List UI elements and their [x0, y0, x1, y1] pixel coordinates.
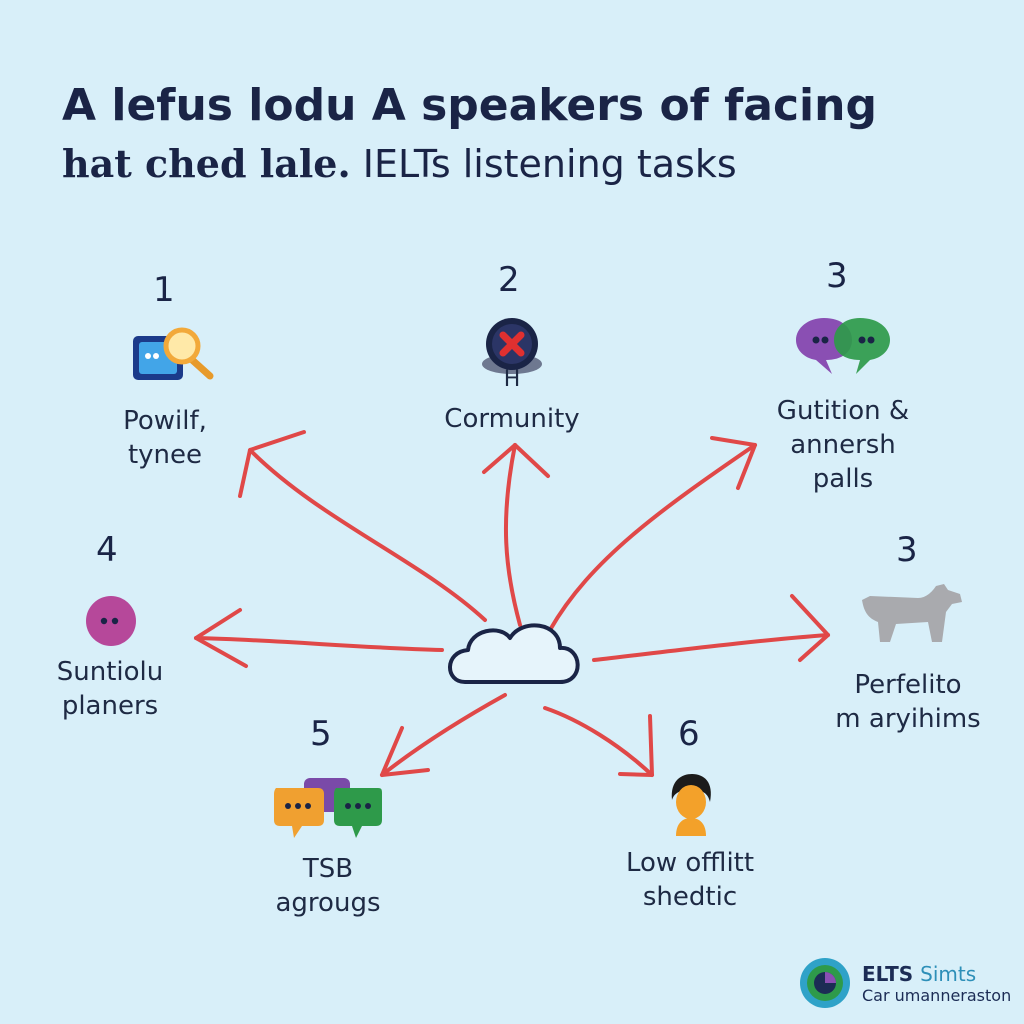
- node-1-number: 1: [153, 270, 175, 310]
- title-line-2-rest: IELTs listening tasks: [362, 142, 737, 186]
- logo-name: ELTS Simts: [862, 962, 976, 986]
- node-2-label: Cormunity: [420, 402, 604, 436]
- arrowhead-node-2: [482, 443, 550, 478]
- cloud-icon: [448, 623, 580, 684]
- arrow-to-node-4: [194, 636, 444, 652]
- node-1-label-line-2: tynee: [127, 440, 203, 470]
- node-6-label-line-1: Low offlitt: [625, 848, 755, 878]
- arrow-to-node-3: [548, 443, 757, 632]
- node-animal-label: Perfelito m aryihims: [820, 668, 996, 736]
- ielts-logo: ELTS Simts Car umanneraston: [798, 954, 1018, 1014]
- node-2-caption: H: [503, 367, 521, 392]
- node-1-label: Powilf, tynee: [85, 404, 245, 472]
- node-6-number: 6: [678, 714, 700, 754]
- animal-icon: [862, 584, 962, 642]
- logo-name-main: ELTS: [862, 962, 914, 986]
- arrow-to-node-5: [380, 693, 507, 777]
- node-3-label-line-3: palls: [812, 464, 874, 494]
- arrowhead-node-3: [710, 436, 757, 490]
- node-3-label: Gutition & annersh palls: [748, 394, 938, 496]
- arrowhead-node-5: [380, 726, 430, 777]
- node-4-label-line-2: planers: [61, 691, 159, 721]
- arrowhead-node-6: [618, 714, 654, 777]
- node-4-number: 4: [96, 530, 118, 570]
- node-5-label-line-1: TSB: [302, 854, 354, 884]
- title-line-1: A lefus lodu A speakers of facing: [62, 80, 877, 131]
- node-6-label: Low offlitt shedtic: [596, 846, 784, 914]
- document-search-icon: [133, 327, 214, 380]
- title-line-2: hat ched lale. IELTs listening tasks: [62, 138, 982, 190]
- diagram-title: A lefus lodu A speakers of facing hat ch…: [62, 78, 982, 190]
- node-3-number: 3: [826, 256, 848, 296]
- arrowhead-node-animal: [790, 594, 830, 662]
- arrow-to-node-6: [543, 706, 654, 777]
- node-3-label-line-2: annersh: [790, 430, 896, 460]
- error-headset-icon: [482, 318, 542, 374]
- chat-dot-icon: [86, 596, 136, 646]
- title-line-2-hand: hat ched lale.: [62, 141, 351, 186]
- node-4-label-line-1: Suntiolu: [56, 657, 164, 687]
- arrowhead-node-4: [194, 608, 248, 668]
- node-2-number: 2: [498, 260, 520, 300]
- logo-tagline: Car umanneraston: [862, 986, 1012, 1005]
- group-chat-icon: [274, 778, 382, 838]
- node-5-label: TSB agrougs: [248, 852, 408, 920]
- node-1-label-line-1: Powilf,: [123, 406, 207, 436]
- arrow-to-node-animal: [592, 633, 830, 662]
- person-icon: [671, 774, 711, 836]
- arrowhead-node-1: [238, 430, 306, 498]
- speech-bubbles-icon: [796, 318, 890, 374]
- node-6-label-line-2: shedtic: [642, 882, 738, 912]
- node-3-label-line-1: Gutition &: [776, 396, 910, 426]
- node-animal-label-line-1: Perfelito: [854, 670, 962, 700]
- node-5-label-line-2: agrougs: [275, 888, 381, 918]
- node-4-label: Suntiolu planers: [30, 655, 190, 723]
- node-5-number: 5: [310, 714, 332, 754]
- node-animal-label-line-2: m aryihims: [835, 704, 981, 734]
- arrow-to-node-1: [248, 448, 487, 622]
- logo-name-accent: Simts: [920, 962, 977, 986]
- ielts-logo-icon: [800, 958, 850, 1008]
- node-animal-number: 3: [896, 530, 918, 570]
- node-2-label-line-1: Cormunity: [444, 404, 580, 434]
- arrow-to-node-2: [503, 443, 522, 627]
